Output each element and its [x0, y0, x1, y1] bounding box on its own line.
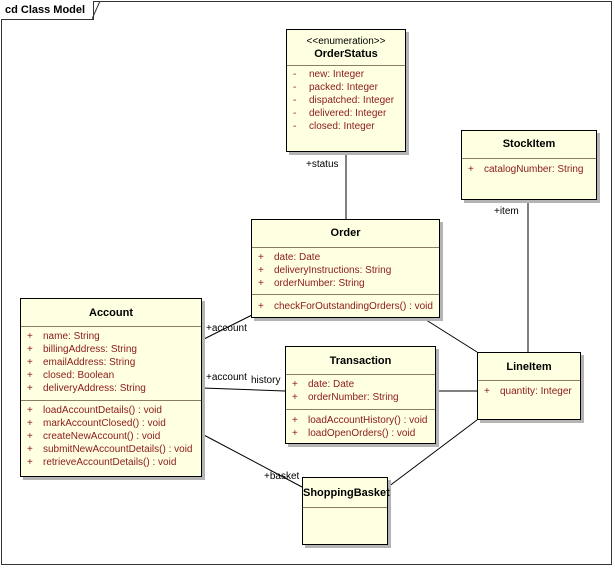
class-account[interactable]: Account +name: String +billingAddress: S… [20, 298, 202, 477]
attribute-row: +date: Date [258, 252, 321, 263]
class-stockitem[interactable]: StockItem +catalogNumber: String [461, 130, 597, 200]
class-order[interactable]: Order +date: Date +deliveryInstructions:… [251, 219, 440, 318]
class-shoppingbasket[interactable]: ShoppingBasket [302, 477, 390, 545]
class-orderstatus-stereotype: <<enumeration>> [306, 36, 386, 47]
role-label-account-order: +account [206, 323, 247, 334]
attribute-row: +closed: Boolean [27, 370, 115, 381]
attribute-row: +deliveryAddress: String [27, 383, 146, 394]
association-account-shoppingbasket[interactable] [201, 433, 303, 488]
association-order-lineitem[interactable] [422, 317, 478, 353]
class-transaction[interactable]: Transaction +date: Date +orderNumber: St… [285, 346, 436, 444]
attribute-row: -closed: Integer [293, 121, 375, 132]
role-label-status: +status [306, 159, 339, 170]
class-orderstatus-name: OrderStatus [314, 48, 378, 60]
attribute-row: +emailAddress: String [27, 357, 136, 368]
attribute-row: +name: String [27, 331, 100, 342]
association-account-transaction[interactable] [201, 387, 286, 392]
class-orderstatus[interactable]: <<enumeration>> OrderStatus -new: Intege… [286, 29, 406, 152]
attribute-row: +catalogNumber: String [468, 164, 584, 175]
class-order-name: Order [330, 227, 361, 239]
operation-row: +retrieveAccountDetails() : void [27, 457, 177, 468]
frame-title-corner [92, 1, 101, 20]
attribute-row: -packed: Integer [293, 82, 378, 93]
class-lineitem[interactable]: LineItem +quantity: Integer [477, 352, 581, 420]
attribute-row: +quantity: Integer [484, 386, 572, 397]
role-label-item: +item [494, 206, 519, 217]
operation-row: +loadOpenOrders() : void [292, 428, 416, 439]
class-stockitem-name: StockItem [502, 138, 556, 150]
class-shoppingbasket-name: ShoppingBasket [303, 487, 390, 499]
operation-row: +createNewAccount() : void [27, 431, 161, 442]
frame-title: cd Class Model [1, 1, 95, 20]
attribute-row: +orderNumber: String [292, 392, 399, 403]
class-lineitem-name: LineItem [506, 361, 552, 373]
operation-row: +loadAccountHistory() : void [292, 415, 428, 426]
operation-row: +markAccountClosed() : void [27, 418, 166, 429]
attribute-row: -dispatched: Integer [293, 95, 395, 106]
attribute-row: +date: Date [292, 379, 355, 390]
operation-row: +checkForOutstandingOrders() : void [258, 301, 433, 312]
association-account-order[interactable] [201, 314, 253, 341]
class-transaction-name: Transaction [329, 355, 392, 367]
attribute-row: +billingAddress: String [27, 344, 137, 355]
class-account-name: Account [89, 307, 133, 319]
role-label-account-transaction: +account [206, 372, 247, 383]
operation-row: +loadAccountDetails() : void [27, 405, 162, 416]
role-label-history: history [251, 375, 281, 386]
operation-row: +submitNewAccountDetails() : void [27, 444, 193, 455]
attribute-row: +deliveryInstructions: String [258, 265, 392, 276]
role-label-basket: +basket [264, 471, 300, 482]
association-shoppingbasket-lineitem[interactable] [387, 419, 478, 488]
attribute-row: -new: Integer [293, 69, 365, 80]
attribute-row: +orderNumber: String [258, 278, 365, 289]
attribute-row: -delivered: Integer [293, 108, 387, 119]
